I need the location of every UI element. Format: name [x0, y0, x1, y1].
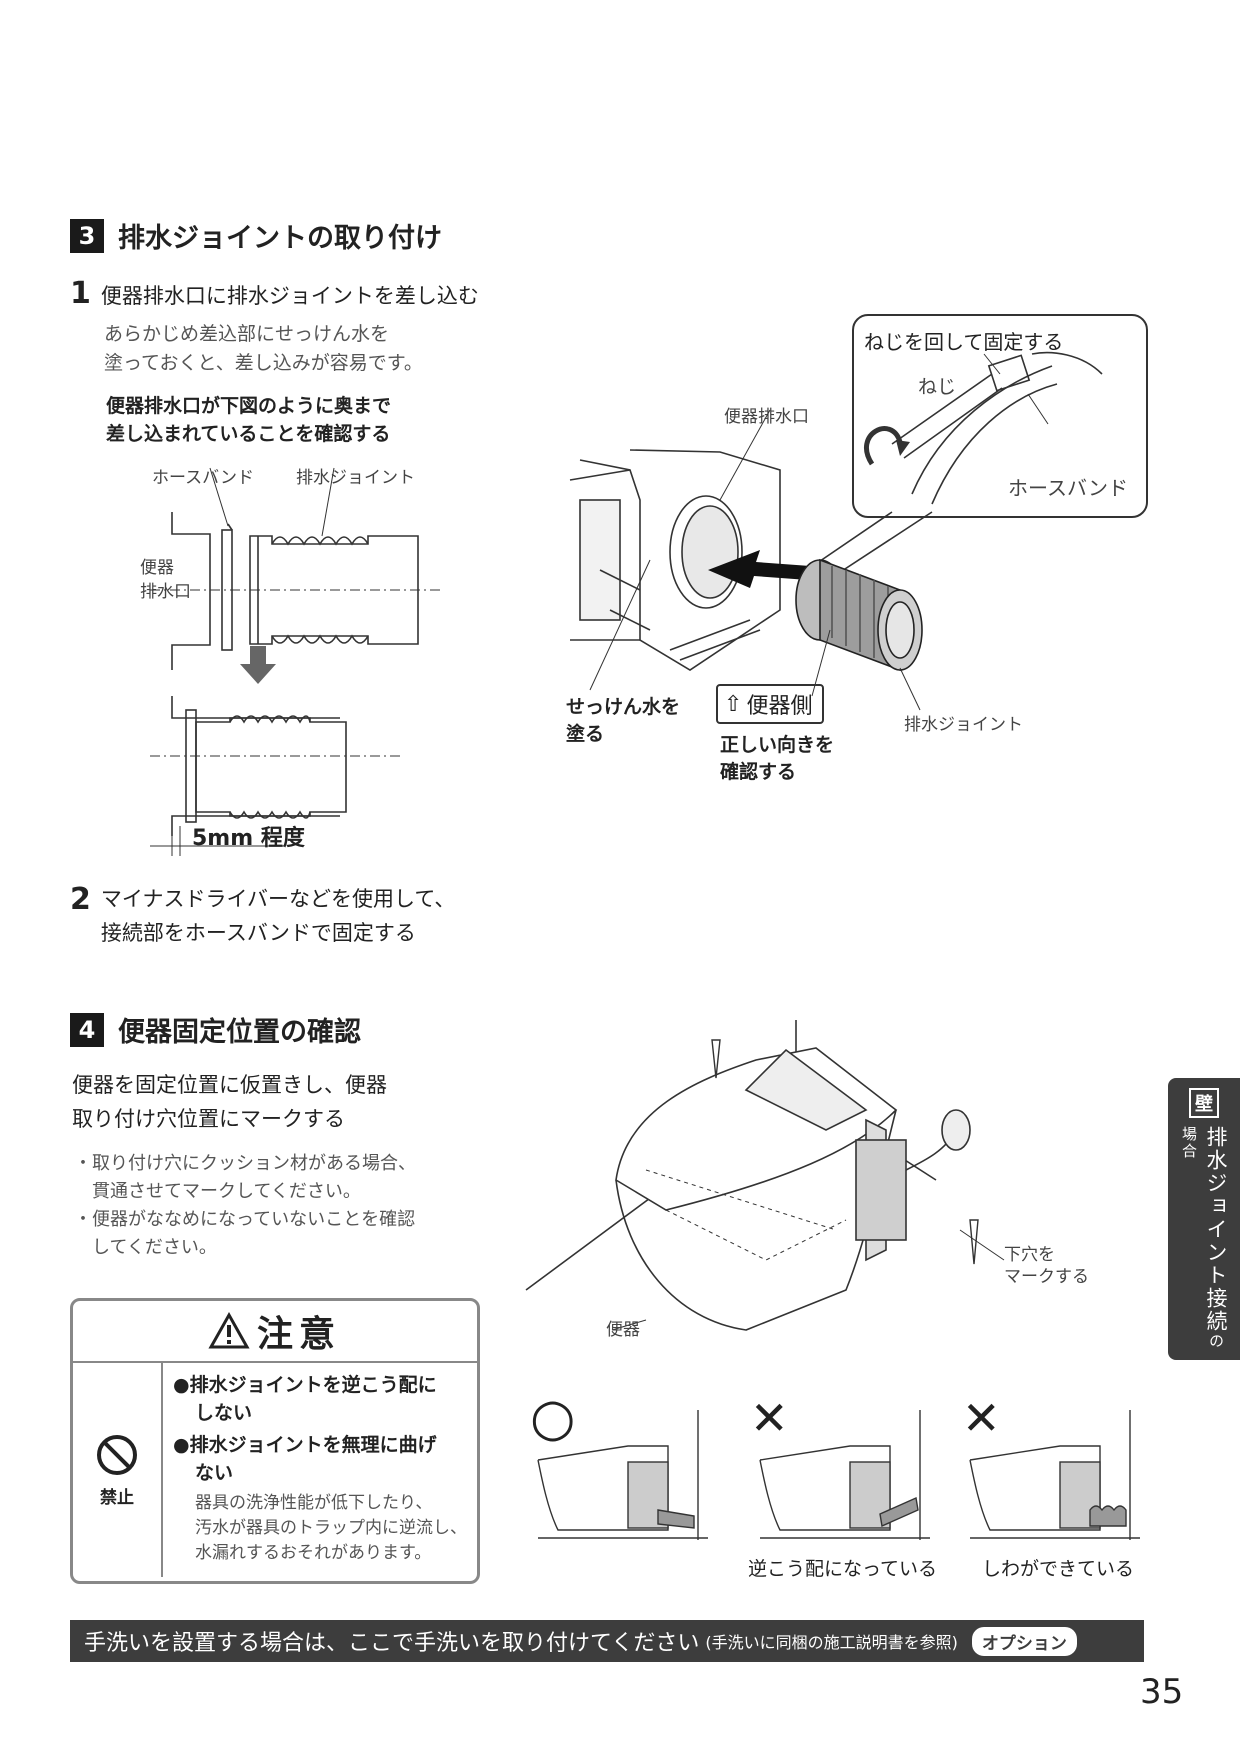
- ng1-example-illustration: [759, 1410, 930, 1540]
- section3-number: 3: [70, 218, 104, 253]
- section4-text-line1: 便器を固定位置に仮置きし、便器: [72, 1073, 387, 1097]
- down-arrow-icon: [240, 646, 276, 684]
- section4-title: 便器固定位置の確認: [118, 1017, 361, 1048]
- joint-cross-section-diagram: [150, 467, 440, 670]
- step2-number: 2: [70, 882, 91, 917]
- label-soap: せっけん水を 塗る: [566, 694, 680, 748]
- diagram-label-hoseband: ホースバンド: [152, 468, 254, 488]
- diagram-label-outlet-line1: 便器: [140, 558, 174, 578]
- bullet1-line1: ・取り付け穴にクッション材がある場合、: [74, 1153, 416, 1174]
- toilet-outlet-illustration: [569, 409, 923, 711]
- section3-title: 排水ジョイントの取り付け: [118, 223, 442, 254]
- label-soap-line1: せっけん水を: [566, 696, 681, 718]
- side-tab-suffix: の場合: [1180, 1126, 1225, 1350]
- label-mark-line2: マークする: [1004, 1267, 1089, 1287]
- page-number: 35: [1140, 1672, 1184, 1712]
- diagram-label-joint: 排水ジョイント: [296, 468, 415, 488]
- prohibit-label: 禁止: [100, 1487, 134, 1508]
- caution-items: ●排水ジョイントを逆こう配に しない ●排水ジョイントを無理に曲げ ない 器具の…: [163, 1363, 477, 1577]
- side-tab-badge: 壁: [1189, 1088, 1219, 1118]
- step2-text-line1: マイナスドライバーなどを使用して、: [100, 887, 456, 911]
- bullet1-line2: 貫通させてマークしてください。: [92, 1181, 361, 1202]
- diagram-label-outlet-line2: 排水口: [140, 582, 191, 602]
- label-mark: 下穴を マークする: [1004, 1244, 1089, 1288]
- step2: 2 マイナスドライバーなどを使用して、 接続部をホースバンドで固定する: [70, 882, 455, 950]
- label-toilet: 便器: [606, 1320, 640, 1340]
- caution-detail-line3: 水漏れするおそれがあります。: [195, 1543, 432, 1563]
- ng2-symbol: ✕: [962, 1391, 1001, 1445]
- ng2-caption: しわができている: [982, 1558, 1135, 1580]
- ng1-symbol: ✕: [750, 1391, 789, 1445]
- step1-check: 便器排水口が下図のように奥まで 差し込まれていることを確認する: [106, 392, 391, 448]
- step1-note-line1: あらかじめ差込部にせっけん水を: [104, 323, 390, 345]
- caution-item1-line2: しない: [195, 1402, 253, 1424]
- label-orientation-line1: 正しい向きを: [720, 734, 835, 756]
- caution-header: 注意: [73, 1301, 477, 1363]
- caution-detail: 器具の洗浄性能が低下したり、 汚水が器具のトラップ内に逆流し、 水漏れするおそれ…: [173, 1491, 467, 1566]
- section4-bullets: ・取り付け穴にクッション材がある場合、 貫通させてマークしてください。 ・便器が…: [74, 1150, 416, 1262]
- caution-body: 禁止 ●排水ジョイントを逆こう配に しない ●排水ジョイントを無理に曲げ ない …: [73, 1363, 477, 1577]
- caution-detail-line2: 汚水が器具のトラップ内に逆流し、: [195, 1518, 467, 1538]
- ng2-example-illustration: [969, 1410, 1140, 1540]
- joint-inserted-diagram: [150, 696, 400, 856]
- toilet-side-marker: ⇧ 便器側: [716, 684, 825, 724]
- label-orientation-line2: 確認する: [720, 761, 797, 783]
- label-soap-line2: 塗る: [566, 723, 605, 745]
- warning-icon: [208, 1311, 250, 1349]
- step1-text: 便器排水口に排水ジョイントを差し込む: [100, 284, 479, 308]
- up-arrow-icon: ⇧: [724, 691, 743, 717]
- caution-title: 注意: [256, 1314, 341, 1355]
- caution-detail-line1: 器具の洗浄性能が低下したり、: [195, 1493, 433, 1513]
- toilet-side-label: 便器側: [746, 694, 813, 719]
- section4-number: 4: [70, 1012, 104, 1047]
- section4-header: 4 便器固定位置の確認: [70, 1010, 361, 1049]
- section4-text-line2: 取り付け穴位置にマークする: [72, 1107, 345, 1131]
- step1-note-line2: 塗っておくと、差し込みが容易です。: [104, 352, 423, 374]
- ng1-caption: 逆こう配になっている: [748, 1558, 938, 1580]
- screwdriver-illustration: [803, 351, 1103, 585]
- diagram-label-outlet: 便器 排水口: [140, 556, 191, 604]
- screw-callout-box: [852, 314, 1148, 518]
- toilet-placement-illustration: [525, 1020, 1005, 1331]
- caution-item2-line2: ない: [195, 1462, 234, 1484]
- bullet2-line1: ・便器がななめになっていないことを確認: [74, 1209, 416, 1230]
- callout-label-hoseband: ホースバンド: [1008, 476, 1128, 500]
- prohibit-column: 禁止: [73, 1363, 163, 1577]
- side-tab-text: 排水ジョイント接続の場合: [1177, 1126, 1231, 1360]
- prohibit-icon: [97, 1434, 137, 1475]
- caution-box: 注意 禁止 ●排水ジョイントを逆こう配に しない ●排水ジョイントを無理に曲げ …: [70, 1298, 480, 1584]
- bullet2-line2: してください。: [92, 1237, 217, 1258]
- side-tab: 壁 排水ジョイント接続の場合: [1168, 1078, 1240, 1360]
- bottom-bar-sub: (手洗いに同梱の施工説明書を参照): [705, 1633, 958, 1652]
- depth-label: 5mm 程度: [192, 826, 305, 851]
- section3-header: 3 排水ジョイントの取り付け: [70, 216, 442, 255]
- ok-example-illustration: [537, 1410, 708, 1540]
- step2-text: マイナスドライバーなどを使用して、 接続部をホースバンドで固定する: [101, 882, 455, 950]
- side-tab-main: 排水ジョイント接続: [1204, 1126, 1228, 1333]
- label-outlet: 便器排水口: [724, 407, 809, 427]
- step1: 1 便器排水口に排水ジョイントを差し込む: [70, 276, 479, 313]
- ok-symbol: ○: [530, 1388, 576, 1448]
- label-mark-line1: 下穴を: [1004, 1245, 1055, 1265]
- step2-text-line2: 接続部をホースバンドで固定する: [100, 921, 416, 945]
- step1-note: あらかじめ差込部にせっけん水を 塗っておくと、差し込みが容易です。: [104, 320, 423, 378]
- bottom-bar: 手洗いを設置する場合は、ここで手洗いを取り付けてください (手洗いに同梱の施工説…: [70, 1620, 1144, 1662]
- option-badge: オプション: [971, 1626, 1077, 1656]
- callout-label-screw: ねじ: [918, 376, 957, 398]
- callout-title: ねじを回して固定する: [864, 330, 1064, 354]
- caution-item2-line1: ●排水ジョイントを無理に曲げ: [173, 1434, 437, 1456]
- bottom-bar-text: 手洗いを設置する場合は、ここで手洗いを取り付けてください: [84, 1631, 700, 1656]
- step1-check-line2: 差し込まれていることを確認する: [106, 423, 391, 445]
- label-orientation: 正しい向きを 確認する: [720, 732, 834, 786]
- label-joint: 排水ジョイント: [904, 715, 1023, 735]
- step1-number: 1: [70, 276, 91, 311]
- caution-item1-line1: ●排水ジョイントを逆こう配に: [173, 1374, 437, 1396]
- section4-text: 便器を固定位置に仮置きし、便器 取り付け穴位置にマークする: [72, 1068, 387, 1136]
- step1-check-line1: 便器排水口が下図のように奥まで: [106, 395, 392, 417]
